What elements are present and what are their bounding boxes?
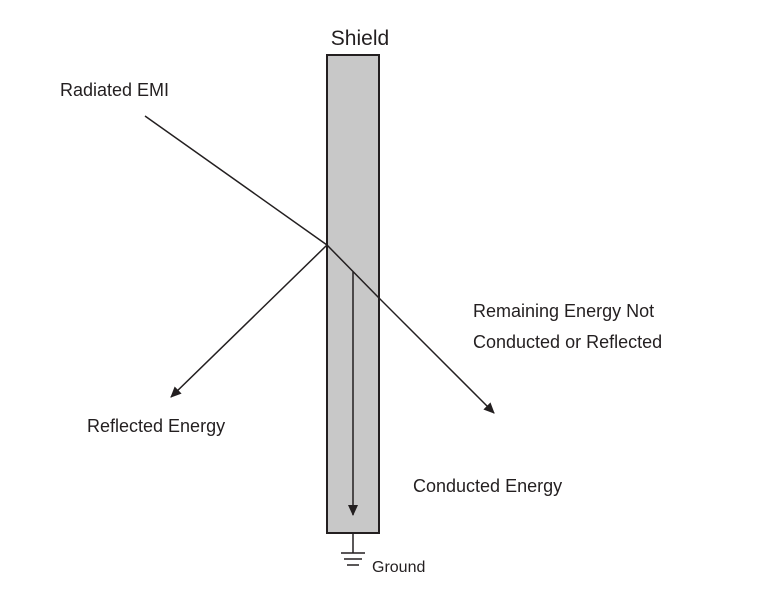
radiated-emi-label: Radiated EMI (60, 80, 169, 100)
shield-label: Shield (331, 27, 389, 50)
ground-icon (341, 533, 365, 566)
conducted-energy-label: Conducted Energy (413, 476, 562, 496)
radiated-emi-ray (144, 115, 328, 246)
remaining-energy-label-line2: Conducted or Reflected (473, 332, 662, 352)
transmitted-ray-in-shield (326, 244, 380, 299)
remaining-energy-arrow (378, 297, 495, 414)
reflected-energy-label: Reflected Energy (87, 416, 225, 436)
remaining-energy-label-line1: Remaining Energy Not (473, 301, 654, 321)
reflected-energy-arrow (170, 244, 328, 398)
ground-label: Ground (372, 559, 425, 576)
